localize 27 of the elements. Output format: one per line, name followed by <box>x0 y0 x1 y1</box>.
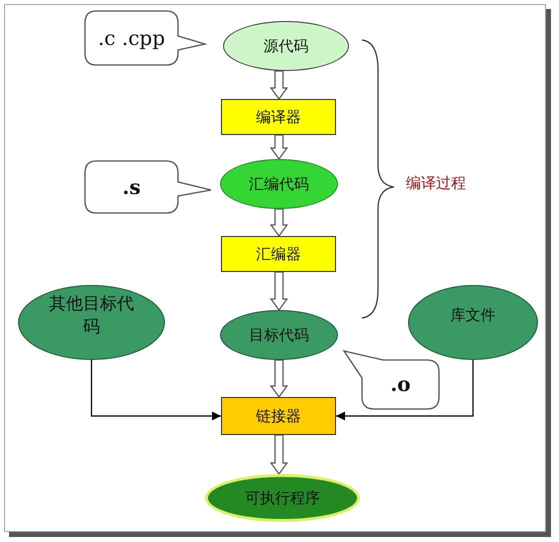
node-label: 汇编代码 <box>249 174 309 194</box>
process-box <box>221 99 336 135</box>
node-label: 可执行程序 <box>245 488 320 508</box>
hollow-arrow <box>270 208 288 238</box>
node-label: 编译器 <box>256 106 301 128</box>
speech-bubble <box>84 160 212 214</box>
process-box <box>221 397 336 435</box>
arrow <box>336 360 474 420</box>
arrow <box>90 360 221 420</box>
node-label: .s <box>122 174 141 200</box>
hollow-arrow <box>270 271 288 312</box>
node-label: .c .cpp <box>98 24 166 52</box>
speech-bubble <box>343 350 440 410</box>
node-label: 源代码 <box>264 36 308 56</box>
hollow-arrow <box>270 434 288 476</box>
node-label: 汇编器 <box>256 244 301 264</box>
group-label: 编译过程 <box>406 174 466 193</box>
node-label: 其他目标代码 <box>48 292 135 338</box>
hollow-arrow <box>270 134 288 160</box>
speech-bubble <box>84 10 206 66</box>
node-label: .o <box>390 371 411 398</box>
process-box <box>221 236 336 272</box>
node-label: 库文件 <box>450 305 496 326</box>
node-label: 链接器 <box>256 406 301 426</box>
node-label: 目标代码 <box>249 324 309 346</box>
hollow-arrow <box>270 70 288 100</box>
hollow-arrow <box>270 359 288 398</box>
